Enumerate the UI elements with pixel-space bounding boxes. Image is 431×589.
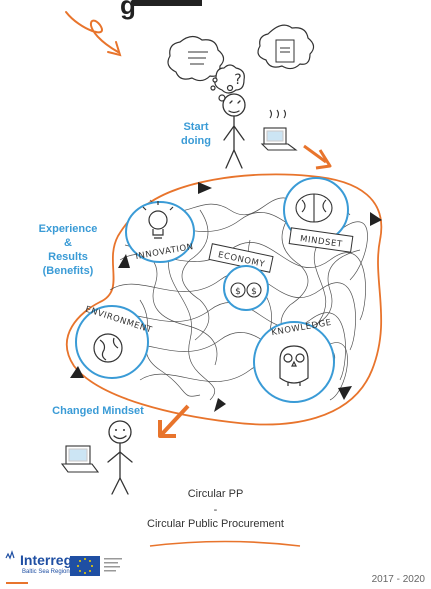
experience-label-line2: & <box>64 237 72 249</box>
arrowhead-icon <box>118 254 130 268</box>
globe-icon <box>93 333 123 363</box>
loop-arrowheads <box>70 182 382 412</box>
laptop-icon <box>260 109 298 151</box>
document-icon <box>275 39 295 63</box>
arrowhead-icon <box>370 212 382 226</box>
footer-separator: - <box>213 504 218 516</box>
exit-arrow-icon <box>158 404 190 438</box>
experience-label-line3: Results <box>48 251 88 263</box>
arrowhead-icon <box>214 398 226 412</box>
interreg-logo-subtitle: Baltic Sea Region <box>22 569 70 575</box>
thought-bubbles <box>167 24 315 102</box>
owl-icon <box>279 345 309 386</box>
experience-label-line4: (Benefits) <box>43 265 94 277</box>
arrowhead-icon <box>198 182 212 194</box>
process-loop <box>66 173 383 426</box>
changed-mindset-label: Changed Mindset <box>52 405 144 417</box>
laptop-icon <box>60 445 100 473</box>
footer-subtitle: Circular Public Procurement <box>147 518 284 530</box>
cloud-right <box>257 24 315 70</box>
lightbulb-icon <box>142 201 174 239</box>
money-bag-icon <box>230 282 262 298</box>
innovation-bubble: INNOVATION <box>125 201 195 263</box>
header-title-cropped-strip <box>132 0 202 6</box>
footer-underline <box>149 540 301 547</box>
arrowhead-icon <box>338 386 352 400</box>
header-title-fragment: g <box>120 0 136 20</box>
start-label-line2: doing <box>181 135 211 147</box>
economy-bubble: ECONOMY $ $ <box>208 243 274 311</box>
question-mark-icon: ? <box>234 72 241 88</box>
environment-bubble: ENVIRONMENT <box>75 305 154 379</box>
start-label-line1: Start <box>183 121 208 133</box>
money-symbol-right: $ <box>251 287 257 297</box>
cloud-left <box>167 35 225 82</box>
arrowhead-icon <box>70 366 84 378</box>
money-symbol-left: $ <box>235 287 241 297</box>
thinking-person <box>222 93 246 169</box>
document-lines-icon <box>188 51 208 65</box>
intro-arrow <box>65 11 122 57</box>
footer-title: Circular PP <box>187 488 244 500</box>
project-years: 2017 - 2020 <box>371 574 425 585</box>
interreg-logo-name: Interreg <box>20 552 73 568</box>
start-arrow-icon <box>303 144 332 170</box>
happy-person <box>107 420 133 495</box>
knowledge-bubble: KNOWLEDGE <box>253 318 335 403</box>
brain-icon <box>295 193 333 223</box>
interreg-logo <box>5 550 122 584</box>
experience-label-line1: Experience <box>39 223 98 235</box>
mindset-bubble: MINDSET <box>283 177 354 253</box>
